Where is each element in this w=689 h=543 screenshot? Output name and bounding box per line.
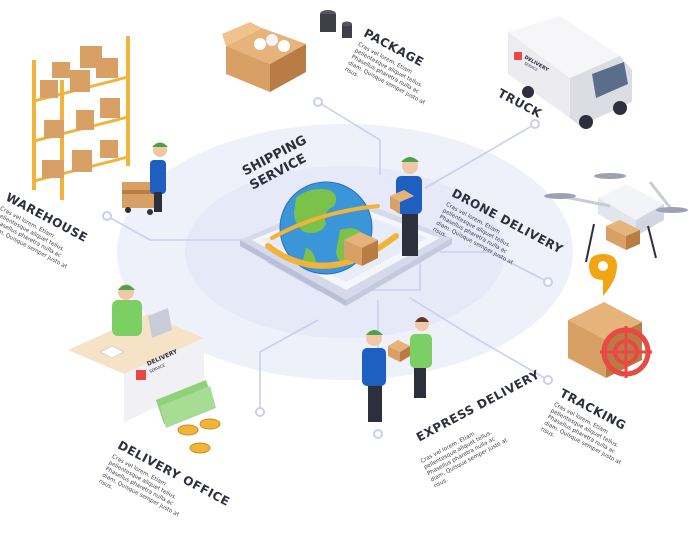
node-dots	[102, 97, 553, 439]
connector-drone	[440, 251, 549, 283]
node-dot-express	[373, 429, 383, 439]
drone-illustration	[544, 173, 688, 263]
infographic: DELIVERY SERVICE	[0, 10, 688, 518]
connector-office	[259, 319, 319, 412]
connector-package	[317, 101, 381, 175]
money-illustration	[156, 380, 221, 454]
node-dot-truck	[530, 119, 540, 129]
node-dot-office	[255, 407, 265, 417]
connector-tracking	[409, 297, 549, 381]
parcel-box-center	[344, 232, 378, 266]
node-dot-package	[313, 97, 323, 107]
node-dot-tracking	[543, 375, 553, 385]
tracking-illustration	[568, 254, 652, 378]
office-sign-sublabel: SERVICE	[148, 362, 166, 374]
express-couriers	[362, 317, 432, 422]
location-pin-icon	[589, 254, 617, 296]
delivery-office-desk: DELIVERY SERVICE	[68, 284, 204, 422]
node-dot-drone	[543, 277, 553, 287]
package-illustration	[222, 10, 352, 92]
connector-truck	[424, 123, 536, 189]
warehouse-shelves	[32, 36, 130, 200]
truck-sign-sublabel: SERVICE	[524, 61, 539, 72]
connectors	[106, 101, 549, 412]
truck-illustration: DELIVERY SERVICE	[508, 16, 632, 129]
diagram-canvas: DELIVERY SERVICE	[32, 10, 688, 454]
courier-center	[390, 157, 422, 256]
node-dot-warehouse	[102, 211, 112, 221]
connector-warehouse	[106, 215, 245, 241]
warehouse-worker	[122, 142, 168, 215]
